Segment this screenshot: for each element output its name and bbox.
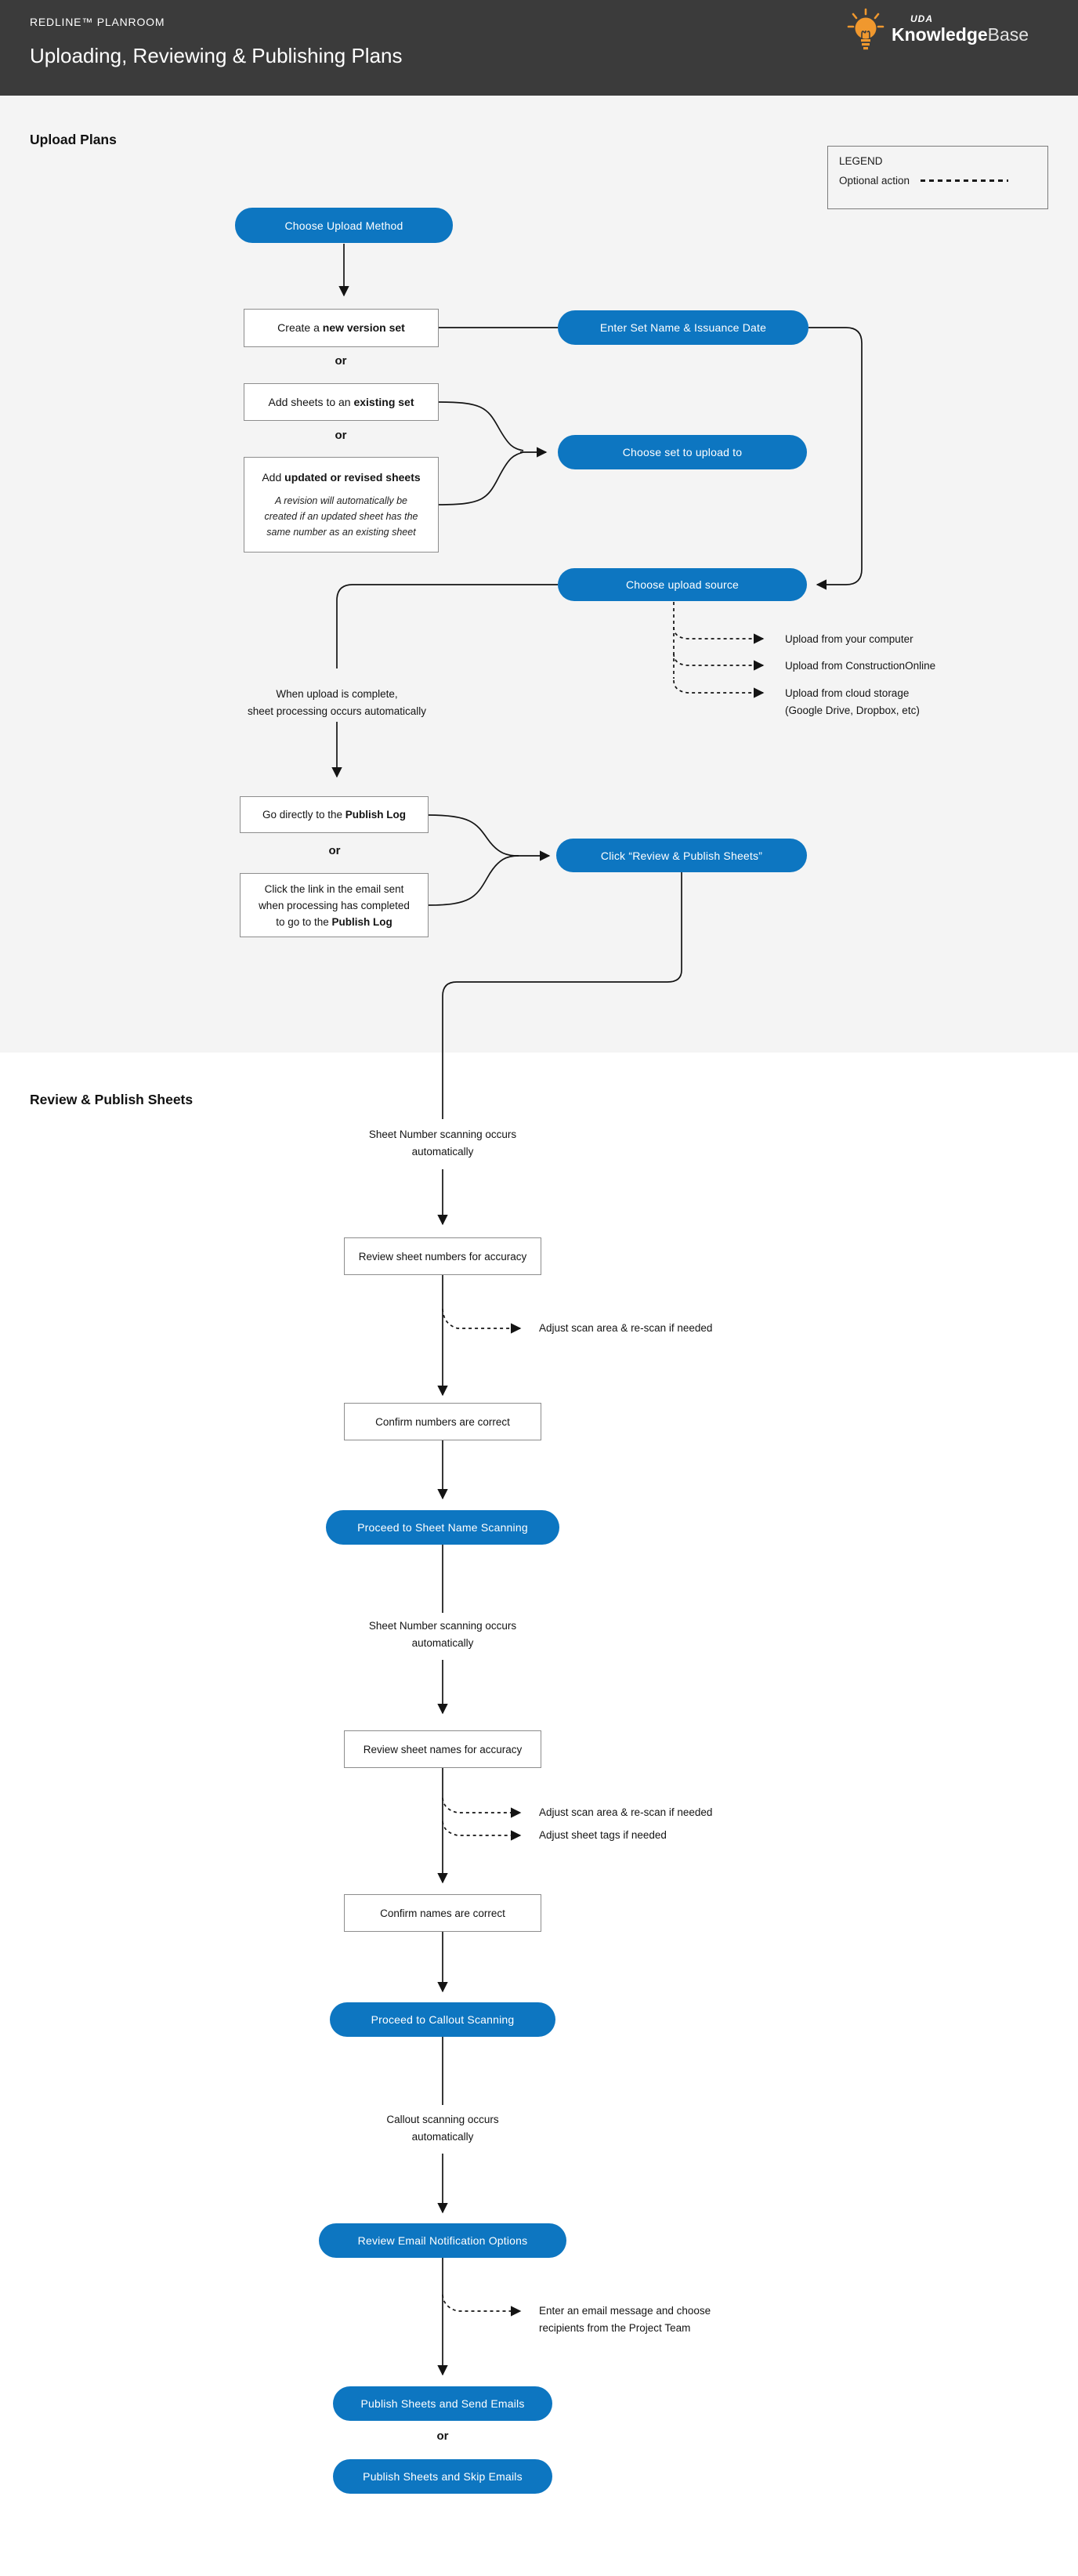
node-create-new-version-set: Create a new version set [244, 309, 439, 347]
section-title-upload-plans: Upload Plans [30, 132, 117, 147]
label-auto-number-scan-1: Sheet Number scanning occurs automatical… [368, 1129, 517, 1158]
dashed-line-sample [921, 179, 1009, 182]
label-or-2: or [335, 429, 347, 442]
label-upload-cloud-storage: Upload from cloud storage (Google Drive,… [785, 687, 920, 716]
node-choose-set-to-upload: Choose set to upload to [558, 435, 807, 469]
label-or-4: or [436, 2429, 449, 2443]
brand-knowledge: Knowledge [892, 24, 988, 45]
label-auto-callout-scan: Callout scanning occurs automatically [386, 2114, 499, 2143]
brand-logo: UDA KnowledgeBase [845, 6, 1029, 55]
node-add-updated-sheets: Add updated or revised sheets A revision… [244, 457, 439, 553]
node-proceed-callout-scanning: Proceed to Callout Scanning [330, 2002, 555, 2037]
node-click-email-link: Click the link in the email sent when pr… [240, 873, 429, 937]
brand-uda: UDA [910, 13, 933, 24]
node-review-sheet-numbers: Review sheet numbers for accuracy [344, 1237, 541, 1275]
legend-optional-label: Optional action [839, 175, 910, 187]
page-title: Uploading, Reviewing & Publishing Plans [30, 44, 403, 67]
lightbulb-icon [847, 8, 884, 50]
legend-title: LEGEND [839, 155, 883, 167]
node-go-to-publish-log: Go directly to the Publish Log [240, 796, 429, 833]
brand-text: UDA KnowledgeBase [892, 6, 1029, 44]
header: REDLINE™ PLANROOM Uploading, Reviewing &… [0, 0, 1078, 96]
label-adjust-tags: Adjust sheet tags if needed [539, 1829, 667, 1841]
node-proceed-sheet-name-scanning: Proceed to Sheet Name Scanning [326, 1510, 559, 1545]
node-confirm-numbers: Confirm numbers are correct [344, 1403, 541, 1440]
node-publish-send-emails: Publish Sheets and Send Emails [333, 2386, 552, 2421]
label-or-3: or [328, 844, 341, 857]
node-choose-upload-method: Choose Upload Method [235, 208, 453, 243]
revision-note: A revision will automatically be created… [264, 495, 418, 538]
label-email-note: Enter an email message and choose recipi… [539, 2305, 711, 2334]
label-or-1: or [335, 354, 347, 368]
node-choose-upload-source: Choose upload source [558, 568, 807, 601]
node-add-sheets-existing-set: Add sheets to an existing set [244, 383, 439, 421]
node-review-sheet-names: Review sheet names for accuracy [344, 1730, 541, 1768]
label-processing-note: When upload is complete, sheet processin… [247, 688, 427, 717]
label-adjust-scan-2: Adjust scan area & re-scan if needed [539, 1806, 713, 1818]
node-publish-skip-emails: Publish Sheets and Skip Emails [333, 2459, 552, 2494]
label-upload-computer: Upload from your computer [785, 633, 913, 645]
label-adjust-scan-1: Adjust scan area & re-scan if needed [539, 1322, 713, 1334]
node-review-email-options: Review Email Notification Options [319, 2223, 566, 2258]
label-upload-constructiononline: Upload from ConstructionOnline [785, 660, 936, 672]
node-click-review-publish: Click “Review & Publish Sheets” [556, 839, 807, 872]
label-auto-number-scan-2: Sheet Number scanning occurs automatical… [368, 1620, 517, 1649]
node-enter-set-name: Enter Set Name & Issuance Date [558, 310, 808, 345]
brand-base: Base [987, 24, 1029, 45]
section-title-review-publish: Review & Publish Sheets [30, 1092, 194, 1107]
node-confirm-names: Confirm names are correct [344, 1894, 541, 1932]
breadcrumb: REDLINE™ PLANROOM [30, 16, 165, 28]
section-upload-plans-bg [0, 96, 1078, 1053]
legend: LEGEND Optional action [827, 146, 1048, 209]
